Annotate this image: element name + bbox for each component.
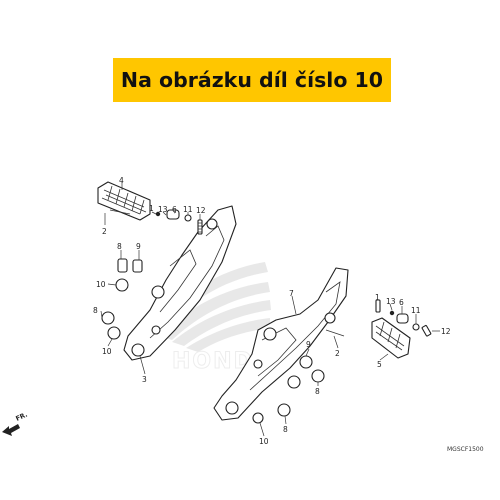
callout-1: 1: [375, 293, 380, 302]
callout-12: 12: [441, 327, 451, 336]
callout-2: 2: [335, 349, 340, 358]
callout-6: 6: [399, 298, 404, 307]
callout-12: 12: [196, 206, 206, 215]
callout-11: 11: [183, 205, 193, 214]
callout-8: 8: [283, 425, 288, 434]
leader-lines: [100, 182, 440, 437]
highlight-banner: Na obrázku díl číslo 10: [113, 58, 391, 102]
right-footpeg-rubber: [371, 317, 411, 359]
callout-8: 8: [315, 387, 320, 396]
callout-10: 10: [96, 280, 106, 289]
callout-8: 8: [93, 306, 98, 315]
callout-1: 1: [149, 204, 154, 213]
callout-labels: 4 2 1 13 6 11 12 8 9 10 8 10 3 7 2 1 13 …: [93, 176, 451, 446]
front-direction-arrow: FR.: [2, 410, 29, 436]
banner-text: Na obrázku díl číslo 10: [120, 68, 384, 92]
callout-8: 8: [117, 242, 122, 251]
left-footpeg-rubber: [97, 181, 151, 221]
callout-9: 9: [136, 242, 141, 251]
callout-7: 7: [289, 289, 294, 298]
arrow-left-icon: [2, 424, 20, 436]
callout-6: 6: [172, 205, 177, 214]
callout-9: 9: [306, 340, 311, 349]
callout-13: 13: [386, 297, 396, 306]
drawing-code: MGSCF1500: [447, 446, 484, 453]
callout-11: 11: [411, 306, 421, 315]
callout-10: 10: [102, 347, 112, 356]
right-footpeg-bracket: [213, 267, 349, 421]
right-hardware: [252, 299, 432, 424]
callout-10: 10: [259, 437, 269, 446]
callout-4: 4: [119, 176, 124, 185]
callout-5: 5: [377, 360, 382, 369]
callout-13: 13: [158, 205, 168, 214]
fr-label: FR.: [14, 410, 28, 422]
callout-3: 3: [142, 375, 147, 384]
left-footpeg-bracket: [123, 205, 237, 361]
callout-2: 2: [102, 227, 107, 236]
